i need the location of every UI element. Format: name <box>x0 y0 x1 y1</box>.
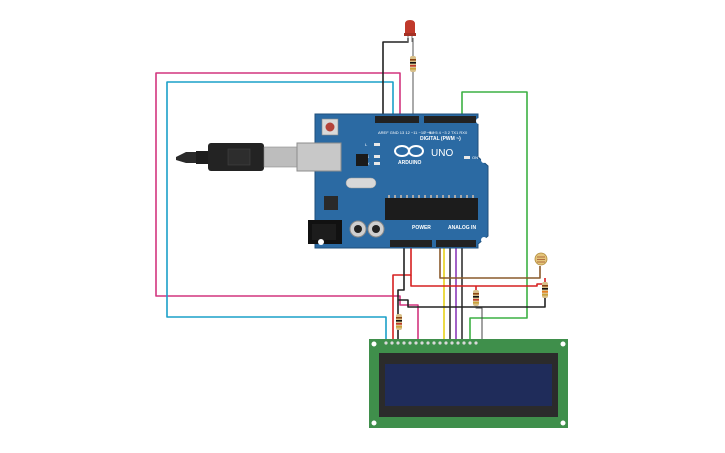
l-led-label: L <box>365 142 368 147</box>
digital-label: DIGITAL (PWM ~) <box>420 136 461 142</box>
wire-brown[interactable] <box>439 248 541 279</box>
wire-red-2[interactable] <box>410 275 546 287</box>
arduino-logo: ARDUINO <box>394 145 424 166</box>
power-header <box>390 240 432 247</box>
photoresistor[interactable] <box>534 252 548 266</box>
model-label: UNO <box>431 148 453 159</box>
lcd-screen <box>385 364 552 406</box>
led-resistor[interactable] <box>410 56 416 72</box>
usb-cable[interactable] <box>176 143 299 171</box>
wire-red-1[interactable] <box>392 248 412 342</box>
lcd-resistor-1[interactable] <box>473 290 479 306</box>
pin-labels-right: 7 ~6 ~5 4 ~3 2 TX1 RX0 <box>424 130 468 135</box>
analog-label: ANALOG IN <box>448 225 476 231</box>
red-led[interactable] <box>404 20 416 42</box>
lcd-resistor-2[interactable] <box>396 314 402 330</box>
usb-port <box>296 142 342 172</box>
ldr-resistor[interactable] <box>542 282 548 298</box>
pin-labels-left: AREF GND 13 12 ~11 ~10 ~9 8 <box>378 130 435 135</box>
digital-header <box>375 116 476 123</box>
on-led-label: ON <box>472 155 478 160</box>
wire-green[interactable] <box>461 91 528 342</box>
usb-chip <box>356 154 368 166</box>
wire-black-gnd-2[interactable] <box>398 298 546 308</box>
wire-led-black[interactable] <box>382 38 409 120</box>
lcd-16x2[interactable] <box>369 339 568 428</box>
wire-magenta[interactable] <box>155 72 419 342</box>
voltage-regulator <box>324 196 338 210</box>
atmega-chip <box>385 198 478 220</box>
reset-button[interactable] <box>321 118 339 136</box>
lcd-pin-header <box>384 341 478 345</box>
wire-cyan[interactable] <box>166 81 394 342</box>
crystal <box>345 177 377 189</box>
analog-header <box>436 240 476 247</box>
brand-label: ARDUINO <box>398 160 421 166</box>
power-label: POWER <box>412 225 431 231</box>
arduino-board[interactable]: AREF GND 13 12 ~11 ~10 ~9 8 7 ~6 ~5 4 ~3… <box>296 113 489 249</box>
